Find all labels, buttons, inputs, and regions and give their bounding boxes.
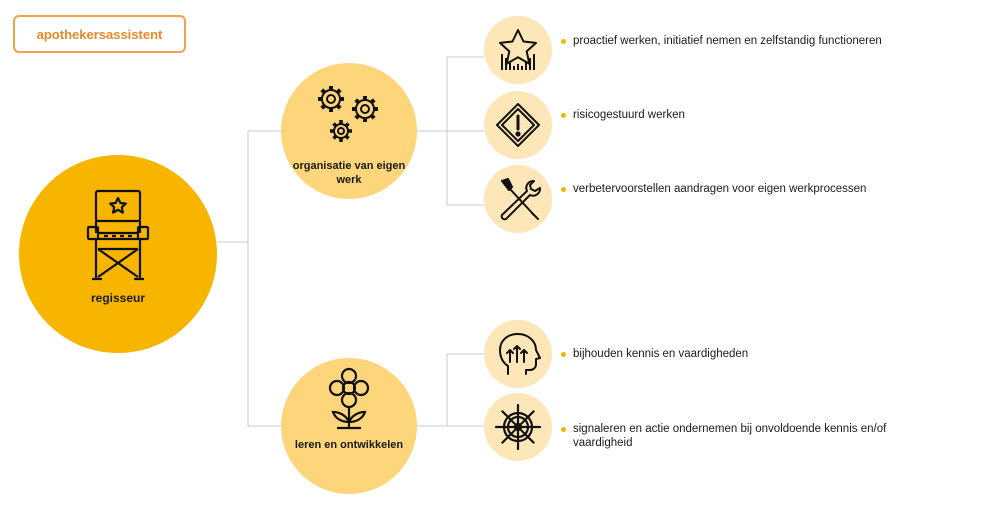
item-circle-verbeter	[484, 165, 552, 233]
node-leren: leren en ontwikkelen	[281, 358, 417, 494]
node-label-regisseur: regisseur	[90, 291, 146, 305]
role-tag: apothekersassistent	[13, 15, 186, 53]
item-text-proactief: proactief werken, initiatief nemen en ze…	[561, 34, 981, 48]
tools-icon	[500, 178, 542, 221]
item-text-verbeter: verbetervoorstellen aandragen voor eigen…	[561, 182, 981, 196]
flower-icon	[328, 367, 370, 430]
node-organisatie: organisatie van eigen werk	[281, 63, 417, 199]
node-label-organisatie: organisatie van eigen werk	[292, 160, 406, 186]
node-regisseur: regisseur	[19, 155, 217, 353]
item-text-signaleren: signaleren en actie ondernemen bij onvol…	[561, 422, 941, 450]
warning-sign-icon	[496, 103, 540, 147]
star-icon	[499, 29, 537, 70]
item-text-bijhouden: bijhouden kennis en vaardigheden	[561, 347, 981, 361]
director-chair-icon	[86, 189, 150, 281]
item-circle-risico	[484, 91, 552, 159]
gears-icon	[318, 86, 378, 142]
item-circle-bijhouden	[484, 320, 552, 388]
item-circle-signaleren	[484, 393, 552, 461]
head-growth-icon	[499, 333, 541, 375]
ship-wheel-icon	[494, 403, 542, 451]
item-text-risico: risicogestuurd werken	[561, 108, 981, 122]
item-circle-proactief	[484, 16, 552, 84]
node-label-leren: leren en ontwikkelen	[294, 439, 404, 451]
